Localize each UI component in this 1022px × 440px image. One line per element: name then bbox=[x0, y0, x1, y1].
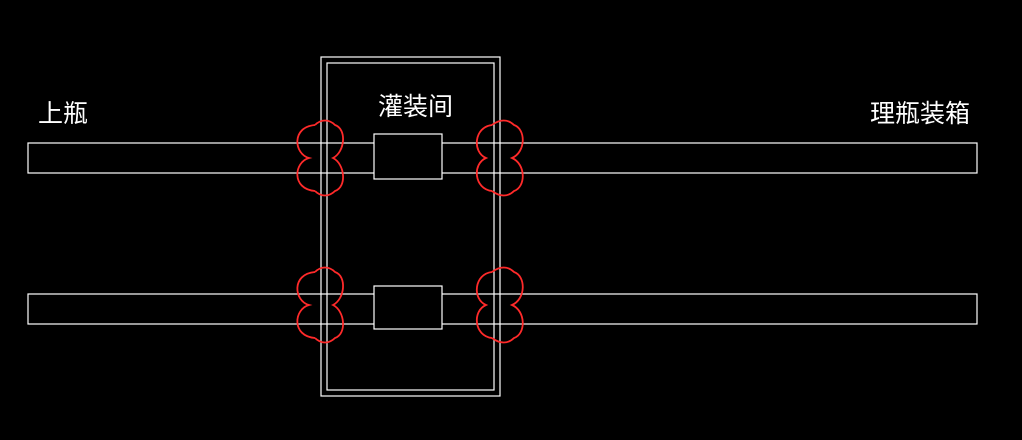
filling-machine bbox=[373, 133, 443, 180]
conveyor-line-1 bbox=[27, 119, 978, 197]
revision-cloud-inlet bbox=[296, 266, 344, 344]
conveyor-line-2 bbox=[27, 266, 978, 344]
revision-cloud-outlet bbox=[476, 266, 524, 344]
conveyor-belt bbox=[27, 293, 978, 325]
label-filling-room: 灌装间 bbox=[378, 92, 453, 121]
label-bottle-loading: 上瓶 bbox=[38, 99, 88, 128]
label-sorting-packing: 理瓶装箱 bbox=[870, 99, 970, 128]
revision-cloud-inlet bbox=[296, 119, 344, 197]
revision-cloud-outlet bbox=[476, 119, 524, 197]
filling-machine bbox=[373, 285, 443, 330]
filling-room-inner-wall bbox=[326, 62, 495, 391]
conveyor-belt bbox=[27, 142, 978, 174]
filling-room-outer-wall bbox=[320, 56, 501, 397]
